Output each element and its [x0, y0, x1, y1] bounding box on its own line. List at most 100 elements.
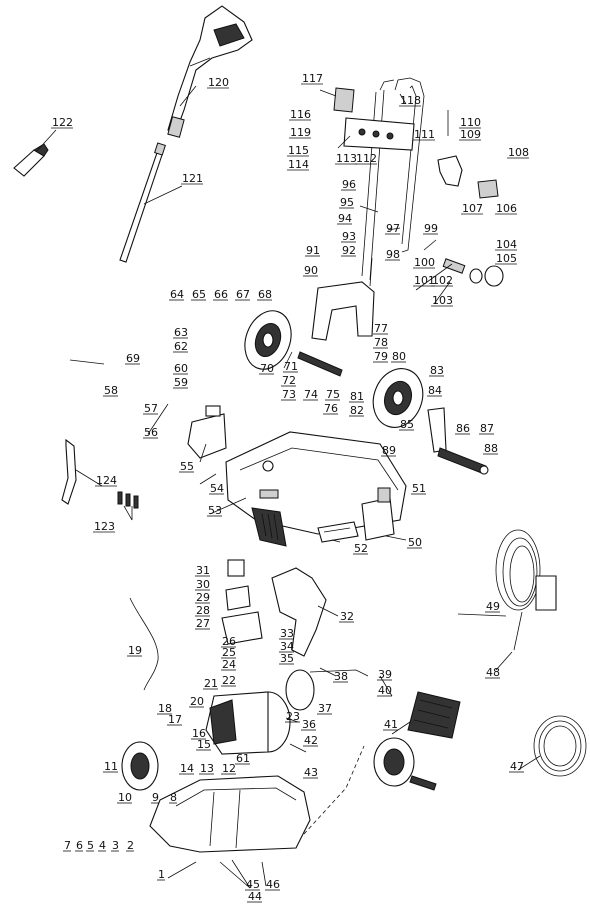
- part-label-58: 58: [104, 384, 118, 397]
- part-label-104: 104: [496, 238, 517, 251]
- hose-holder-drawing: [437, 155, 499, 199]
- lance-drawing: [119, 142, 166, 263]
- part-label-115: 115: [288, 144, 309, 157]
- part-label-13: 13: [200, 762, 214, 775]
- axle-guide-line: [303, 745, 365, 835]
- part-label-68: 68: [258, 288, 272, 301]
- part-label-106: 106: [496, 202, 517, 215]
- part-label-90: 90: [304, 264, 318, 277]
- part-label-6: 6: [76, 839, 83, 852]
- part-label-99: 99: [424, 222, 438, 235]
- part-label-27: 27: [196, 617, 210, 630]
- part-label-67: 67: [236, 288, 250, 301]
- part-label-65: 65: [192, 288, 206, 301]
- reel-wheel-right-drawing: [372, 368, 424, 428]
- part-label-87: 87: [480, 422, 494, 435]
- part-label-25: 25: [222, 646, 236, 659]
- part-label-43: 43: [304, 766, 318, 779]
- part-label-88: 88: [484, 442, 498, 455]
- part-label-40: 40: [378, 684, 392, 697]
- part-label-16: 16: [192, 727, 206, 740]
- part-label-70: 70: [260, 362, 274, 375]
- part-label-93: 93: [342, 230, 356, 243]
- part-label-55: 55: [180, 460, 194, 473]
- part-label-117: 117: [302, 72, 323, 85]
- part-label-85: 85: [400, 418, 414, 431]
- part-label-21: 21: [204, 677, 218, 690]
- hose-coil-drawing: [533, 715, 587, 777]
- part-label-28: 28: [196, 604, 210, 617]
- part-label-111: 111: [414, 128, 435, 141]
- part-label-124: 124: [96, 474, 117, 487]
- power-cable-drawing: [495, 529, 557, 651]
- part-label-69: 69: [126, 352, 140, 365]
- part-label-119: 119: [290, 126, 311, 139]
- part-label-17: 17: [168, 713, 182, 726]
- part-label-1: 1: [158, 868, 165, 881]
- part-label-76: 76: [324, 402, 338, 415]
- part-label-103: 103: [432, 294, 453, 307]
- switch-box-drawing: [221, 559, 263, 645]
- wheel-right-drawing: [373, 737, 437, 791]
- top-bracket-drawing: [333, 87, 415, 151]
- part-label-9: 9: [152, 791, 159, 804]
- part-label-94: 94: [338, 212, 352, 225]
- part-label-71: 71: [284, 360, 298, 373]
- hose-pipe-drawing: [129, 597, 159, 691]
- part-label-80: 80: [392, 350, 406, 363]
- part-label-30: 30: [196, 578, 210, 591]
- part-label-15: 15: [197, 738, 211, 751]
- part-label-118: 118: [400, 94, 421, 107]
- part-label-60: 60: [174, 362, 188, 375]
- part-label-101: 101: [414, 274, 435, 287]
- part-label-53: 53: [208, 504, 222, 517]
- screw-set-drawing: [117, 491, 139, 509]
- part-label-107: 107: [462, 202, 483, 215]
- part-label-2: 2: [127, 839, 134, 852]
- reel-bracket-drawing: [311, 281, 375, 341]
- detergent-tank-drawing: [187, 405, 227, 459]
- part-label-61: 61: [236, 752, 250, 765]
- part-label-54: 54: [210, 482, 224, 495]
- part-label-73: 73: [282, 388, 296, 401]
- part-label-92: 92: [342, 244, 356, 257]
- base-frame-drawing: [149, 775, 311, 853]
- part-label-48: 48: [486, 666, 500, 679]
- part-label-3: 3: [112, 839, 119, 852]
- part-label-109: 109: [460, 128, 481, 141]
- part-label-12: 12: [222, 762, 236, 775]
- part-label-105: 105: [496, 252, 517, 265]
- part-label-11: 11: [104, 760, 118, 773]
- part-label-81: 81: [350, 390, 364, 403]
- part-label-33: 33: [280, 627, 294, 640]
- part-label-113: 113: [336, 152, 357, 165]
- part-label-7: 7: [64, 839, 71, 852]
- main-housing-drawing: [225, 431, 407, 547]
- part-label-14: 14: [180, 762, 194, 775]
- part-label-110: 110: [460, 116, 481, 129]
- part-label-52: 52: [354, 542, 368, 555]
- part-label-57: 57: [144, 402, 158, 415]
- cover-plate-drawing: [271, 567, 327, 657]
- leader-lines: [35, 85, 541, 889]
- part-label-31: 31: [196, 564, 210, 577]
- part-label-86: 86: [456, 422, 470, 435]
- part-label-38: 38: [334, 670, 348, 683]
- part-label-79: 79: [374, 350, 388, 363]
- part-label-91: 91: [306, 244, 320, 257]
- part-label-5: 5: [87, 839, 94, 852]
- part-label-123: 123: [94, 520, 115, 533]
- part-label-114: 114: [288, 158, 309, 171]
- part-label-36: 36: [302, 718, 316, 731]
- part-label-72: 72: [282, 374, 296, 387]
- part-label-8: 8: [170, 791, 177, 804]
- part-label-97: 97: [386, 222, 400, 235]
- part-label-100: 100: [414, 256, 435, 269]
- part-label-47: 47: [510, 760, 524, 773]
- nozzle-drawing: [13, 143, 49, 177]
- fittings-drawing: [442, 258, 504, 287]
- part-label-26: 26: [222, 635, 236, 648]
- part-label-42: 42: [304, 734, 318, 747]
- part-label-75: 75: [326, 388, 340, 401]
